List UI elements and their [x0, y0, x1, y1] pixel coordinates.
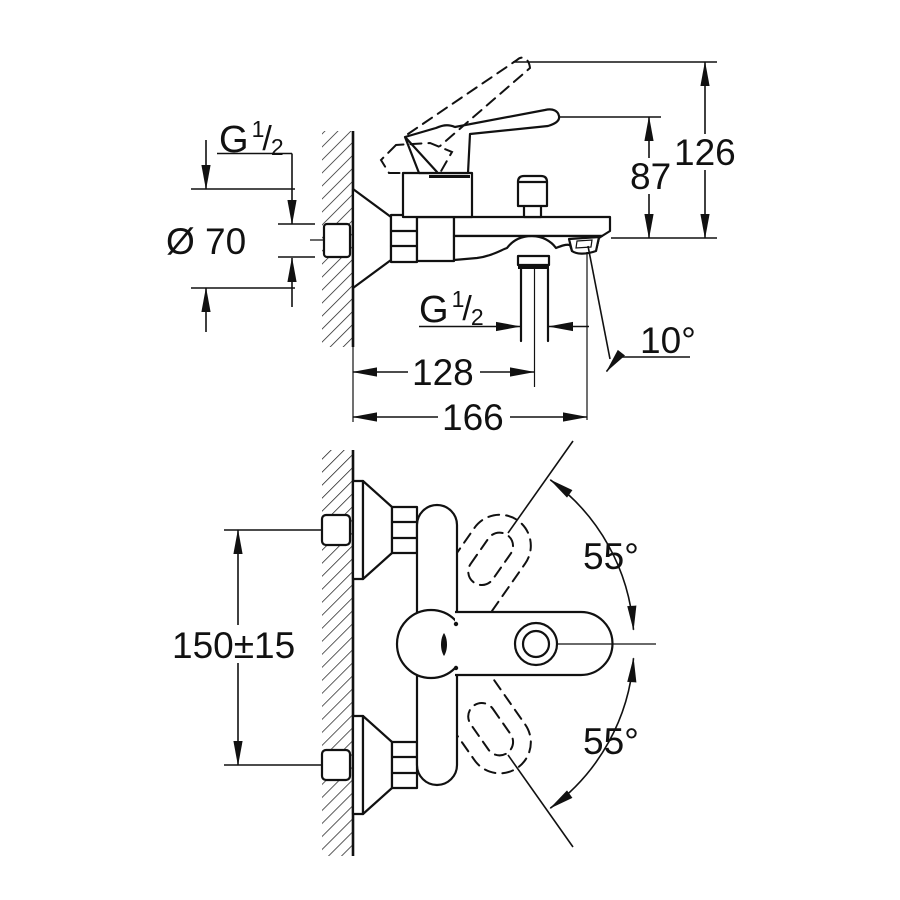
body-cylinder [415, 215, 456, 263]
dim-128-label-bg [408, 354, 480, 390]
hex-nut-top [390, 505, 419, 555]
escutcheon-cone-top [361, 479, 394, 581]
supply-fitting-bottom [320, 748, 352, 782]
dim-87-label: 87 [630, 156, 671, 197]
dim-128-label: 128 [412, 352, 474, 393]
aerator-inner [575, 239, 593, 249]
dim-166-label: 166 [442, 397, 504, 438]
cartridge-housing [401, 171, 474, 219]
dim-150-label-bg [168, 625, 300, 663]
hex-nut [389, 213, 419, 264]
supply-fitting [322, 222, 352, 259]
handle-dot-bottom [453, 665, 459, 671]
escutcheon-cone [351, 187, 393, 290]
dim-126-label-bg [670, 134, 742, 170]
spout-angle-line [587, 245, 611, 360]
aerator-outlet [567, 235, 601, 255]
dim-126-label: 126 [674, 132, 736, 173]
lever-hidden-dashed [379, 141, 454, 174]
handle-dot-top [453, 621, 459, 627]
swing-down-arc [549, 657, 637, 809]
swing-down-ref-line [507, 754, 574, 848]
handle-ring-inner [521, 629, 551, 659]
escutcheon-cone-bottom [361, 714, 394, 816]
dim-87-label-bg [626, 158, 674, 194]
dim-166-label-bg [438, 399, 510, 435]
wall-hatch [322, 450, 353, 856]
supply-fitting-top [320, 513, 352, 547]
dia70-label: Ø 70 [166, 221, 246, 262]
body-tube [452, 215, 612, 238]
hex-nut-bottom [390, 740, 419, 790]
angle-55-up-label: 55° [583, 536, 639, 577]
dim-150-label: 150±15 [172, 625, 295, 666]
lever-handle-raised-dashed [407, 56, 532, 147]
diverter-knob [516, 174, 549, 208]
escutcheon-flange-top [351, 479, 365, 581]
angle-10-leader [605, 349, 690, 373]
shower-collar [516, 254, 551, 267]
angle-55-down-label: 55° [583, 721, 639, 762]
swing-up-ref-line [507, 440, 574, 534]
escutcheon-flange-bottom [351, 714, 365, 816]
front-view: 150±15 55° 55° [168, 440, 656, 856]
lever-handle [403, 108, 561, 175]
swing-up-arc [549, 479, 637, 631]
front-view-dimensions: 150±15 55° 55° [168, 440, 639, 848]
handle-mark [441, 633, 447, 656]
angle-10-label: 10° [640, 320, 696, 361]
spout-underside [452, 234, 604, 262]
shower-collar-band [518, 264, 549, 269]
